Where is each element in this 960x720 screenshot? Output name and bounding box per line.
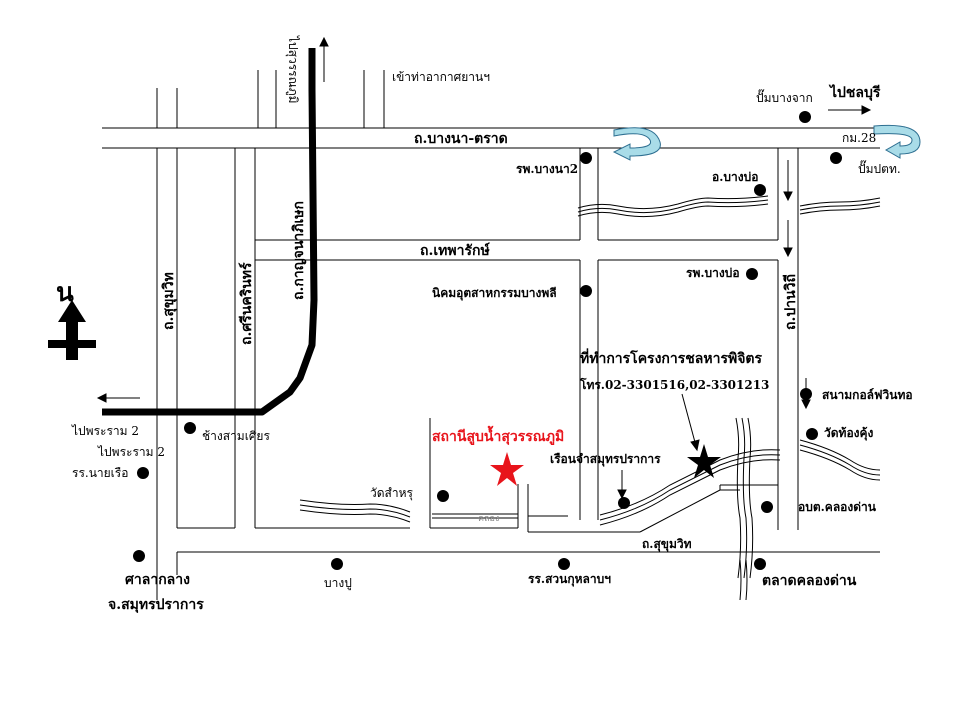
dot-khlong-dan-market [754,558,766,570]
road-label-sukhumvit-vertical: ถ.สุขุมวิท [161,272,177,330]
dot-bangpu [331,558,343,570]
label-bangna2-hospital: รพ.บางนา2 [516,162,579,176]
direction-to-rama2-1: ไปพระราม 2 [72,424,139,438]
station-star-icon [490,452,524,486]
dot-chang-sam-sian [184,422,196,434]
project-office-phone: โทร.02-3301516,02-3301213 [580,378,770,392]
dot-bangjak [799,111,811,123]
label-city-hall-2: จ.สมุทรปราการ [108,597,204,613]
direction-to-chonburi: ไปชลบุรี [830,85,881,101]
north-label: น [56,278,74,308]
road-panwithi [777,148,799,530]
office-star-icon [687,444,721,478]
label-bangbo-hospital: รพ.บางบ่อ [686,266,740,280]
direction-to-airport-entry: เข้าท่าอากาศยานฯ [392,70,490,84]
direction-to-rama2-2: ไปพระราม 2 [98,445,165,459]
label-bangpu: บางปู [324,576,352,590]
canal-label: คลอง [478,514,500,524]
label-bang-jak-pump: ปั๊มบางจาก [756,91,813,105]
direction-arrows [96,36,872,500]
road-label-kanchanapisek: ถ.กาญจนาภิเษก [291,201,307,300]
road-label-to-airport: ไปสุวรรณภูมิ [286,36,300,104]
dot-wat-samrong [437,490,449,502]
dot-bangna2 [580,152,592,164]
road-theparak [255,239,778,261]
station-name: สถานีสูบน้ำสุวรรณภูมิ [432,429,565,445]
label-wat-samrong: วัดสำหรุ [370,486,413,500]
project-office-title: ที่ทำการโครงการชลหารพิจิตร [580,351,763,367]
road-label-srinakarin: ถ.ศรีนครินทร์ [239,262,255,345]
canal-top [577,195,881,218]
dot-khlong-dan-office [761,501,773,513]
road-middle-vertical [579,148,779,520]
label-naval-school: รร.นายเรือ [72,466,129,480]
dot-suan-kularb [558,558,570,570]
road-label-theparak: ถ.เทพารักษ์ [420,243,490,259]
label-golf: สนามกอล์ฟวินทอ [822,388,913,402]
label-prison: เรือนจำสมุทรปราการ [550,452,661,466]
label-wat-thong-kung: วัดท้องคุ้ง [824,426,874,440]
road-top-left [257,70,277,128]
label-suan-kularb-school: รร.สวนกุหลาบฯ [528,572,611,586]
label-bangbo-district: อ.บางบ่อ [712,170,759,184]
road-kanchanapisek [102,48,318,416]
dot-naval-school [137,467,149,479]
road-label-bangna-trad: ถ.บางนา-ตราด [414,131,508,147]
label-khlong-dan-office: อบต.คลองด่าน [798,500,876,514]
road-label-km28: กม.28 [842,131,877,145]
dot-ptt [830,152,842,164]
dot-bangbo-hospital [746,268,758,280]
label-city-hall-1: ศาลากลาง [125,572,190,588]
u-turn-right-icon [873,124,921,159]
label-ptt-pump: ปั๊มปตท. [858,162,901,176]
canal-bottom [299,417,881,601]
dot-bangplee [580,285,592,297]
label-bangplee-estate: นิคมอุตสาหกรรมบางพลี [432,286,557,300]
road-bangna-trad [102,127,880,149]
north-arrow-icon [48,300,96,360]
label-khlong-dan-market: ตลาดคลองด่าน [762,573,857,589]
road-sukhumvit-vertical [156,88,235,600]
place-markers [133,111,842,570]
road-label-panwithi: ถ.ปานวิถี [783,273,799,330]
dot-golf [800,388,812,400]
dot-bangbo-district [754,184,766,196]
station-block [429,418,721,533]
road-srinakarin [234,148,410,529]
dot-city-hall [133,550,145,562]
dot-wat-thong-kung [806,428,818,440]
label-chang-sam-sian: ช้างสามเศียร [202,429,270,443]
road-label-sukhumvit-bottom: ถ.สุขุมวิท [642,537,692,551]
dot-prison [618,497,630,509]
u-turn-left-icon [612,127,661,161]
road-airport-entry [363,70,385,128]
